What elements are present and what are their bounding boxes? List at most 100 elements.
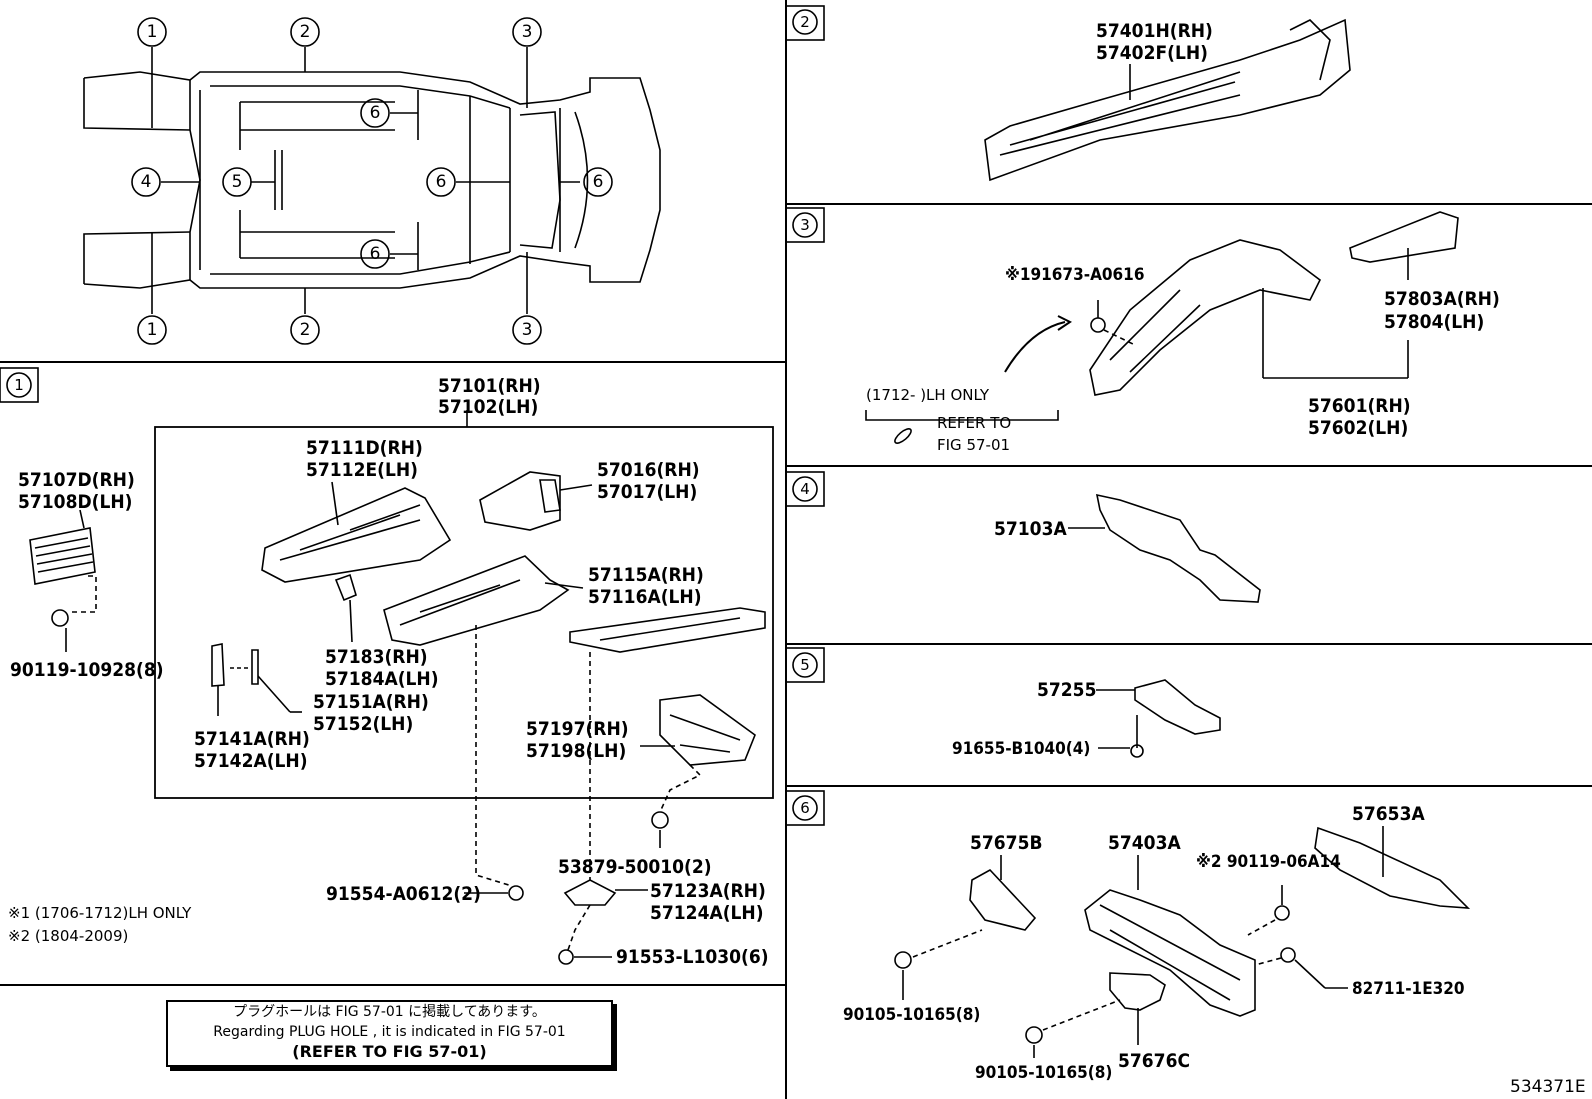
- label-191673: ※191673-A0616: [1005, 265, 1144, 285]
- label-57601: 57601(RH): [1308, 395, 1411, 417]
- part-57197-drawing: [640, 694, 756, 766]
- section-tag-box: [785, 5, 825, 41]
- label-lh-only: (1712- )LH ONLY: [866, 386, 990, 404]
- callout-circle: [131, 167, 161, 197]
- label-90119-10928: 90119-10928(8): [10, 659, 164, 681]
- label-57183: 57183(RH): [325, 646, 428, 668]
- part-57016-drawing: [479, 471, 593, 531]
- label-57184: 57184A(LH): [325, 668, 439, 690]
- part-57401-drawing: [984, 18, 1351, 182]
- label-82711: 82711-1E320: [1352, 979, 1465, 999]
- callout-2-bottom: 2: [300, 320, 311, 340]
- callout-circle: [290, 17, 320, 47]
- part-57675-drawing: [969, 868, 1037, 931]
- part-57115-drawing: [383, 555, 584, 646]
- note-1: ※1 (1706-1712)LH ONLY: [8, 904, 192, 922]
- section-tag-box: [785, 647, 825, 683]
- callout-circle: [512, 315, 542, 345]
- callout-6-c: 6: [593, 172, 604, 192]
- section-tag-2: 2: [800, 13, 810, 31]
- label-57255: 57255: [1037, 679, 1096, 701]
- callout-3-bottom: 3: [522, 320, 533, 340]
- callout-circle: [137, 315, 167, 345]
- section-tag-5: 5: [800, 656, 810, 674]
- plug-hole-notice: プラグホールは FIG 57-01 に掲載してあります。 Regarding P…: [166, 1000, 613, 1067]
- callout-1-bottom: 1: [147, 320, 158, 340]
- note-2: ※2 (1804-2009): [8, 927, 128, 945]
- label-90105-a: 90105-10165(8): [843, 1005, 980, 1025]
- part-57111-drawing: [261, 481, 452, 583]
- illustration-code: 534371E: [1510, 1077, 1586, 1097]
- label-57111: 57111D(RH): [306, 437, 423, 459]
- label-57123: 57123A(RH): [650, 880, 766, 902]
- label-57675: 57675B: [970, 832, 1043, 854]
- label-57142: 57142A(LH): [194, 750, 308, 772]
- label-91554: 91554-A0612(2): [326, 883, 481, 905]
- label-57152: 57152(LH): [313, 713, 413, 735]
- label-57401: 57401H(RH): [1096, 20, 1213, 42]
- callout-circle: [360, 239, 390, 269]
- part-57103-drawing: [1095, 493, 1261, 603]
- label-57103: 57103A: [994, 518, 1067, 540]
- part-57123-drawing: [569, 607, 766, 653]
- label-57653: 57653A: [1352, 803, 1425, 825]
- label-refer-fig: FIG 57-01: [937, 436, 1010, 454]
- section-tag-1: 1: [14, 376, 24, 394]
- callout-circle: [426, 167, 456, 197]
- notice-english: Regarding PLUG HOLE , it is indicated in…: [213, 1024, 566, 1040]
- callout-circle: [137, 17, 167, 47]
- callout-circle: [290, 315, 320, 345]
- label-57141: 57141A(RH): [194, 728, 310, 750]
- part-57676-drawing: [1109, 972, 1166, 1011]
- label-57403: 57403A: [1108, 832, 1181, 854]
- callout-circle: [222, 167, 252, 197]
- assembly-box: [154, 426, 774, 799]
- label-57108: 57108D(LH): [18, 491, 132, 513]
- notice-refer: (REFER TO FIG 57-01): [292, 1042, 487, 1061]
- label-57107: 57107D(RH): [18, 469, 135, 491]
- part-57255-drawing: [1134, 679, 1221, 735]
- callout-6-a: 6: [370, 103, 381, 123]
- callout-circle: [512, 17, 542, 47]
- section-tag-box: [0, 367, 39, 403]
- label-57124: 57124A(LH): [650, 902, 764, 924]
- label-90105-b: 90105-10165(8): [975, 1063, 1112, 1083]
- label-57803: 57803A(RH): [1384, 288, 1500, 310]
- label-57402: 57402F(LH): [1096, 42, 1208, 64]
- label-refer-to: REFER TO: [937, 414, 1011, 432]
- part-57183-drawing: [334, 573, 357, 602]
- callout-6-b: 6: [436, 172, 447, 192]
- label-57017: 57017(LH): [597, 481, 697, 503]
- label-53879: 53879-50010(2): [558, 856, 712, 878]
- callout-3-top: 3: [522, 22, 533, 42]
- label-57676: 57676C: [1118, 1050, 1190, 1072]
- part-57803-drawing: [1349, 211, 1459, 263]
- label-57115: 57115A(RH): [588, 564, 704, 586]
- section-tag-box: [785, 471, 825, 507]
- label-57602: 57602(LH): [1308, 417, 1408, 439]
- callout-6-d: 6: [370, 244, 381, 264]
- callout-2-top: 2: [300, 22, 311, 42]
- label-91655: 91655-B1040(4): [952, 739, 1090, 759]
- part-57141-drawing: [211, 643, 225, 687]
- part-57107-drawing: [29, 509, 97, 652]
- part-57403-drawing: [1084, 889, 1256, 1017]
- part-57601-drawing: [1089, 239, 1322, 396]
- notice-japanese: プラグホールは FIG 57-01 に掲載してあります。: [233, 1004, 546, 1020]
- section-tag-4: 4: [800, 480, 810, 498]
- label-57151: 57151A(RH): [313, 691, 429, 713]
- callout-4: 4: [141, 172, 152, 192]
- label-57198: 57198(LH): [526, 740, 626, 762]
- callout-5: 5: [232, 172, 243, 192]
- section-tag-box: [785, 207, 825, 243]
- label-90119-06a14: ※2 90119-06A14: [1196, 852, 1341, 872]
- section-tag-6: 6: [800, 799, 810, 817]
- label-91553: 91553-L1030(6): [616, 946, 769, 968]
- label-57197: 57197(RH): [526, 718, 629, 740]
- callout-circle: [360, 98, 390, 128]
- section-tag-box: [785, 790, 825, 826]
- label-57112: 57112E(LH): [306, 459, 418, 481]
- chassis-overview: [83, 71, 661, 289]
- section-tag-3: 3: [800, 216, 810, 234]
